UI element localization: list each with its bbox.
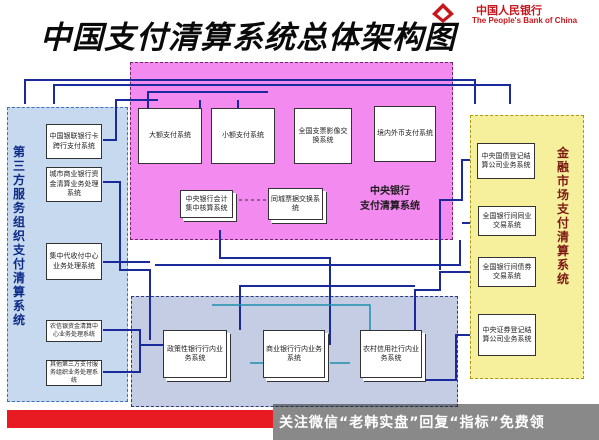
- box-bulk-payment: 小额支付系统: [211, 108, 275, 164]
- box-accounting-centralized: 中央银行会计集中核算系统: [180, 190, 233, 218]
- right-box-central-debt-registry: 中央国债登记结算公司业务系统: [477, 143, 535, 179]
- left-box-collection-center: 集中代收付中心业务处理系统: [46, 243, 102, 280]
- bottom-bar-left: [7, 410, 273, 428]
- central-bank-label-line1: 中央银行: [370, 186, 410, 197]
- left-panel-label: 第三方服务组织支付清算系统: [12, 145, 25, 327]
- right-panel-label: 金融市场支付清算系统: [556, 146, 569, 286]
- left-box-unionpay: 中国银联银行卡跨行支付系统: [46, 124, 102, 159]
- box-policy-bank: 政策性银行行内业务系统: [163, 330, 227, 378]
- box-commercial-bank: 商业银行行内业务系统: [263, 330, 325, 378]
- bottom-overlay-text: 关注微信“老韩实盘”回复“指标”免费领: [279, 415, 545, 431]
- box-rural-credit-coop: 农村信用社行内业务系统: [360, 330, 422, 378]
- right-box-interbank-lending: 全国银行间同业交易系统: [478, 206, 536, 236]
- bottom-bar-right: [273, 404, 599, 440]
- logo-chinese-name: 中国人民银行: [476, 4, 542, 17]
- page-title: 中国支付清算系统总体架构图: [40, 20, 456, 56]
- central-bank-label: 中央银行 支付清算系统: [345, 184, 435, 214]
- logo-english-name: The People's Bank of China: [472, 16, 578, 25]
- right-box-interbank-bond: 全国银行间债券交易系统: [478, 257, 536, 287]
- box-high-value-payment: 大额支付系统: [138, 108, 202, 164]
- left-box-rural-credit: 农信银资金清算中心业务处理系统: [46, 320, 102, 342]
- right-box-securities-clearing: 中央证券登记结算公司业务系统: [478, 314, 536, 356]
- box-local-clearing-house: 同城票据交换系统: [268, 188, 323, 220]
- central-bank-label-line2: 支付清算系统: [360, 201, 420, 212]
- left-box-other-third-party: 其他第三方支付服务组织业务处理系统: [46, 360, 102, 386]
- left-box-city-bank: 城市商业银行资金清算业务处理系统: [46, 167, 102, 202]
- box-cheque-image-exchange: 全国支票影像交换系统: [294, 108, 352, 164]
- box-domestic-forex-payment: 境内外币支付系统: [374, 106, 436, 162]
- pboc-logo-icon: [432, 3, 454, 23]
